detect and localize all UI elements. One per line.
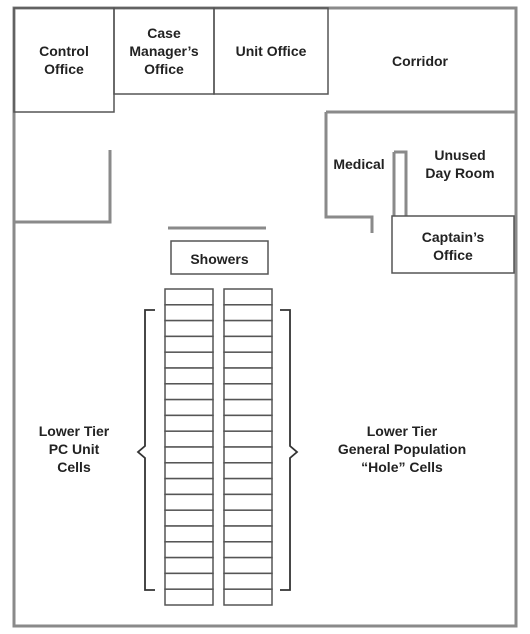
medical-label: Medical xyxy=(328,155,390,173)
control-office-label: Control Office xyxy=(24,42,104,78)
hole-cell xyxy=(223,335,273,353)
captains-office-label: Captain’s Office xyxy=(392,228,514,264)
pc-unit-cell xyxy=(164,525,214,543)
pc-unit-cell xyxy=(164,304,214,322)
hole-cell xyxy=(223,383,273,401)
hole-cell xyxy=(223,477,273,496)
unit-office-line1: Unit Office xyxy=(235,43,307,59)
case-manager-line3: Office xyxy=(144,61,184,77)
pc-unit-cell xyxy=(164,477,214,496)
hole-cell xyxy=(223,541,273,559)
pc-unit-bracket xyxy=(136,309,155,591)
hole-cell xyxy=(223,462,273,480)
case-manager-line1: Case xyxy=(147,25,181,41)
day-room-line1: Unused xyxy=(434,147,486,163)
hole-cell xyxy=(223,493,273,511)
medical-block-walls xyxy=(324,110,516,233)
gen-pop-line1: Lower Tier xyxy=(366,423,438,439)
unit-office-label: Unit Office xyxy=(214,42,328,60)
case-manager-line2: Manager’s xyxy=(129,43,199,59)
hole-cell xyxy=(223,398,273,417)
pc-unit-cell xyxy=(164,493,214,511)
pc-unit-cell xyxy=(164,351,214,369)
medical-line1: Medical xyxy=(333,156,385,172)
corridor-label: Corridor xyxy=(370,52,470,70)
showers-room xyxy=(170,240,269,275)
hole-cell xyxy=(223,572,273,590)
hole-cell xyxy=(223,351,273,369)
pc-unit-cell xyxy=(164,319,214,338)
showers-line1: Showers xyxy=(190,251,249,267)
pc-unit-cell xyxy=(164,383,214,401)
hole-cell xyxy=(223,588,273,606)
pc-unit-cell xyxy=(164,335,214,353)
hole-cell xyxy=(223,556,273,575)
corridor-line1: Corridor xyxy=(392,53,448,69)
pc-unit-cell xyxy=(164,446,214,464)
hole-cell xyxy=(223,367,273,385)
hole-cell xyxy=(223,525,273,543)
showers-label: Showers xyxy=(171,250,268,268)
pc-unit-cell xyxy=(164,588,214,606)
pc-unit-cell xyxy=(164,398,214,417)
control-office-line1: Control xyxy=(39,43,89,59)
captains-office-line2: Office xyxy=(433,247,473,263)
pc-unit-cell xyxy=(164,541,214,559)
pc-unit-cell xyxy=(164,572,214,590)
pc-unit-cell xyxy=(164,414,214,432)
gen-pop-line2: General Population xyxy=(337,441,467,457)
pc-unit-cell xyxy=(164,367,214,385)
hole-cell-column xyxy=(223,288,273,606)
pc-unit-cell xyxy=(164,462,214,480)
pc-unit-line2: PC Unit xyxy=(48,441,100,457)
unit-office-room xyxy=(213,7,329,95)
pc-unit-cells-label: Lower Tier PC Unit Cells xyxy=(24,422,124,476)
case-manager-office-label: Case Manager’s Office xyxy=(118,24,210,78)
hole-cell xyxy=(223,446,273,464)
pc-unit-cell xyxy=(164,430,214,448)
pc-unit-cell xyxy=(164,288,214,306)
captains-office-line1: Captain’s xyxy=(421,229,485,245)
captains-office-room xyxy=(391,215,515,274)
day-room-line2: Day Room xyxy=(425,165,495,181)
hole-cell xyxy=(223,319,273,338)
hole-cell xyxy=(223,288,273,306)
interior-walls-left xyxy=(14,150,266,230)
pc-unit-cell xyxy=(164,509,214,527)
unused-day-room-label: Unused Day Room xyxy=(412,146,508,182)
hole-cell xyxy=(223,304,273,322)
hole-cell xyxy=(223,414,273,432)
pc-unit-line1: Lower Tier xyxy=(38,423,110,439)
pc-unit-cell xyxy=(164,556,214,575)
hole-cells-label: Lower Tier General Population “Hole” Cel… xyxy=(322,422,482,476)
pc-unit-line3: Cells xyxy=(57,459,91,475)
control-office-line2: Office xyxy=(44,61,84,77)
hole-cell xyxy=(223,509,273,527)
gen-pop-line3: “Hole” Cells xyxy=(361,459,443,475)
outer-walls xyxy=(12,6,518,628)
hole-cells-bracket xyxy=(280,309,299,591)
hole-cell xyxy=(223,430,273,448)
pc-unit-cell-column xyxy=(164,288,214,606)
